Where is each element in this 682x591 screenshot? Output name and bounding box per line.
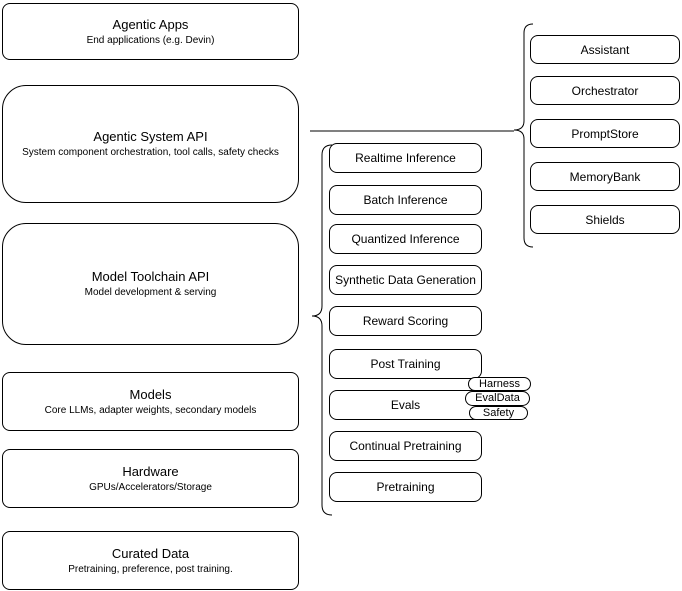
node-label: Quantized Inference [351, 232, 460, 246]
node-synthetic-data-generation: Synthetic Data Generation [329, 265, 482, 295]
node-assistant: Assistant [530, 35, 680, 64]
node-subtitle: Model development & serving [84, 287, 217, 298]
node-shields: Shields [530, 205, 680, 234]
tag-evaldata: EvalData [465, 391, 530, 406]
components-brace [513, 23, 534, 248]
node-curated-data: Curated Data Pretraining, preference, po… [2, 531, 299, 590]
node-label: Shields [585, 212, 625, 227]
node-label: Post Training [370, 357, 441, 371]
node-subtitle: Core LLMs, adapter weights, secondary mo… [44, 404, 257, 416]
node-title: Agentic Apps [112, 16, 189, 32]
node-label: Batch Inference [363, 193, 448, 207]
node-reward-scoring: Reward Scoring [329, 306, 482, 336]
node-orchestrator: Orchestrator [530, 76, 680, 105]
node-post-training: Post Training [329, 349, 482, 379]
node-continual-pretraining: Continual Pretraining [329, 431, 482, 461]
tag-harness: Harness [468, 377, 531, 391]
node-hardware: Hardware GPUs/Accelerators/Storage [2, 449, 299, 508]
node-title: Curated Data [111, 545, 190, 561]
node-agentic-system-api: Agentic System API System component orch… [2, 85, 299, 203]
node-label: PromptStore [571, 126, 639, 141]
node-label: Reward Scoring [362, 314, 449, 328]
node-agentic-apps: Agentic Apps End applications (e.g. Devi… [2, 3, 299, 60]
node-subtitle: Pretraining, preference, post training. [68, 563, 233, 575]
node-subtitle: End applications (e.g. Devin) [86, 34, 215, 46]
node-label: Assistant [580, 42, 630, 57]
node-label: Continual Pretraining [349, 439, 462, 453]
tag-label: EvalData [475, 392, 520, 404]
node-evals: Evals [329, 390, 482, 420]
node-label: Realtime Inference [355, 151, 456, 165]
node-batch-inference: Batch Inference [329, 185, 482, 215]
node-subtitle: GPUs/Accelerators/Storage [89, 481, 212, 493]
tag-safety: Safety [469, 406, 528, 420]
node-title: Hardware [122, 463, 179, 479]
node-title: Models [129, 386, 172, 402]
node-label: Synthetic Data Generation [335, 273, 476, 287]
node-label: Pretraining [376, 480, 435, 494]
node-models: Models Core LLMs, adapter weights, secon… [2, 372, 299, 431]
toolchain-brace [311, 144, 333, 516]
node-subtitle: System component orchestration, tool cal… [22, 147, 279, 158]
node-label: Evals [390, 398, 421, 412]
node-title: Model Toolchain API [91, 269, 210, 284]
node-memorybank: MemoryBank [530, 162, 680, 191]
node-realtime-inference: Realtime Inference [329, 143, 482, 173]
tag-label: Safety [482, 406, 515, 419]
node-quantized-inference: Quantized Inference [329, 224, 482, 254]
node-pretraining: Pretraining [329, 472, 482, 502]
node-label: MemoryBank [569, 169, 641, 184]
tag-label: Harness [479, 377, 520, 390]
node-model-toolchain-api: Model Toolchain API Model development & … [2, 223, 299, 345]
node-label: Orchestrator [571, 83, 639, 98]
node-title: Agentic System API [93, 129, 208, 144]
node-promptstore: PromptStore [530, 119, 680, 148]
